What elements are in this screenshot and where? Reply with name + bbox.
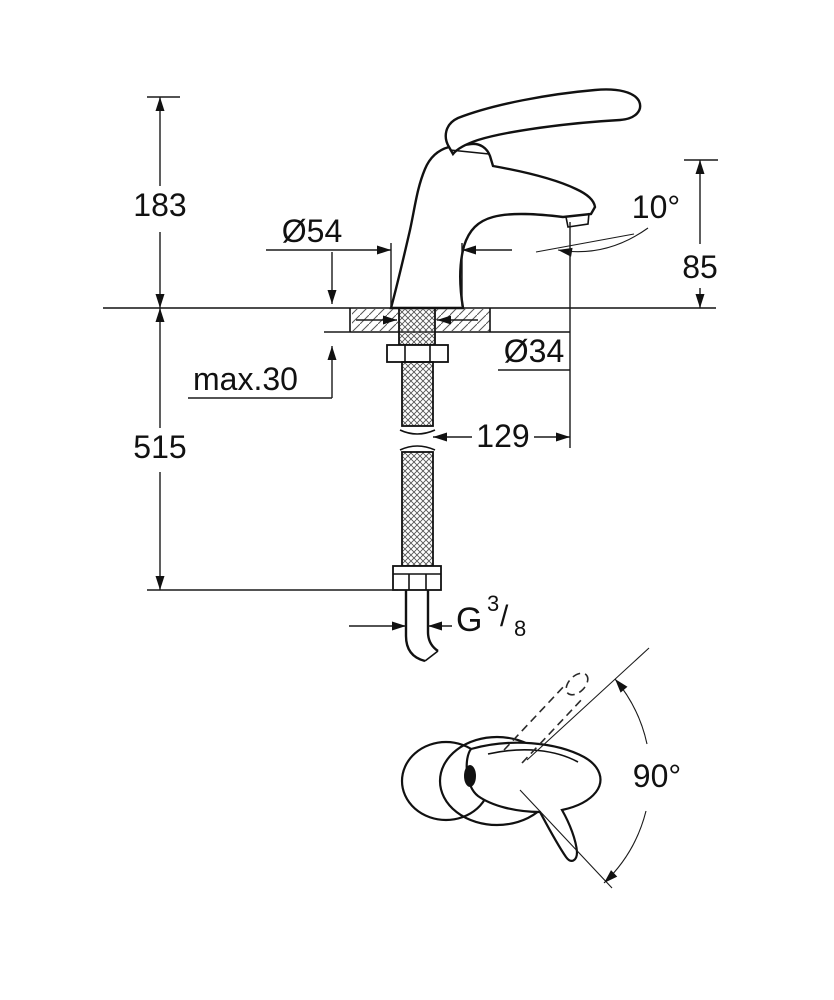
hose-tail-left-edge <box>404 590 426 663</box>
lever-top-view <box>465 741 602 862</box>
dim-spout-angle-label: 10° <box>632 189 680 225</box>
braided-hose-lower <box>401 451 434 567</box>
dim-spout-height-label: 85 <box>682 249 718 285</box>
hose-break-mark-top <box>399 429 436 435</box>
dimension-515: 515 <box>133 308 398 591</box>
thread-slash-label: / <box>500 600 509 633</box>
dimension-diameter-34: Ø34 <box>356 315 570 371</box>
mounting-nut <box>386 344 449 363</box>
lever-alternate-position <box>503 672 589 764</box>
angle-arc-upper <box>614 678 648 745</box>
braided-hose-upper <box>401 361 434 427</box>
dimension-85: 85 <box>682 159 718 308</box>
dashed-lever-edge <box>503 683 567 751</box>
lever-inner-line <box>487 749 579 763</box>
angle-arc-arrow <box>557 227 649 257</box>
angle-reference-line <box>535 233 635 253</box>
dimension-angle-10: 10° <box>535 189 680 257</box>
hose-break-mark-bottom <box>399 445 436 451</box>
dim-spout-reach-label: 129 <box>476 418 529 454</box>
supply-hose <box>392 361 442 663</box>
threaded-shank <box>398 307 436 346</box>
hose-tail-right-edge <box>426 590 439 652</box>
thread-prefix-label: G <box>456 601 482 639</box>
dashed-lever-edge <box>521 696 585 764</box>
dim-base-diameter-label: Ø54 <box>282 213 342 249</box>
handle-joint-line <box>449 149 490 155</box>
thread-numerator-label: 3 <box>487 591 499 616</box>
dimension-129: 129 <box>433 222 571 454</box>
side-view: 183 515 Ø54 10° 85 <box>103 88 718 663</box>
faucet-body-outline <box>389 142 597 310</box>
hose-tail-end <box>424 650 439 662</box>
faucet-lever-handle <box>444 88 642 157</box>
mounting-hardware <box>349 307 570 363</box>
faucet-body <box>389 88 642 310</box>
dimension-183: 183 <box>133 96 187 308</box>
dimension-max-30: max.30 <box>188 252 350 399</box>
angle-limit-line-upper <box>526 647 650 761</box>
dim-swivel-angle-label: 90° <box>633 758 681 794</box>
lever-pivot-detail <box>464 765 476 787</box>
top-view: 90° <box>400 647 681 889</box>
dim-shank-diameter-label: Ø34 <box>504 333 564 369</box>
angle-arc-lower <box>603 810 647 884</box>
dim-total-height-label: 183 <box>133 187 186 223</box>
dimension-angle-90: 90° <box>519 647 681 889</box>
hose-connector-nut <box>392 565 442 591</box>
dashed-lever-tip <box>565 672 589 696</box>
dim-hose-length-label: 515 <box>133 429 186 465</box>
dimension-thread-g38: G 3 / 8 <box>349 591 526 641</box>
thread-denominator-label: 8 <box>514 616 526 641</box>
dimension-diameter-54: Ø54 <box>266 213 512 306</box>
dim-max-thickness-label: max.30 <box>193 361 298 397</box>
angle-limit-line-lower <box>519 789 613 889</box>
spout-aerator <box>565 212 590 228</box>
